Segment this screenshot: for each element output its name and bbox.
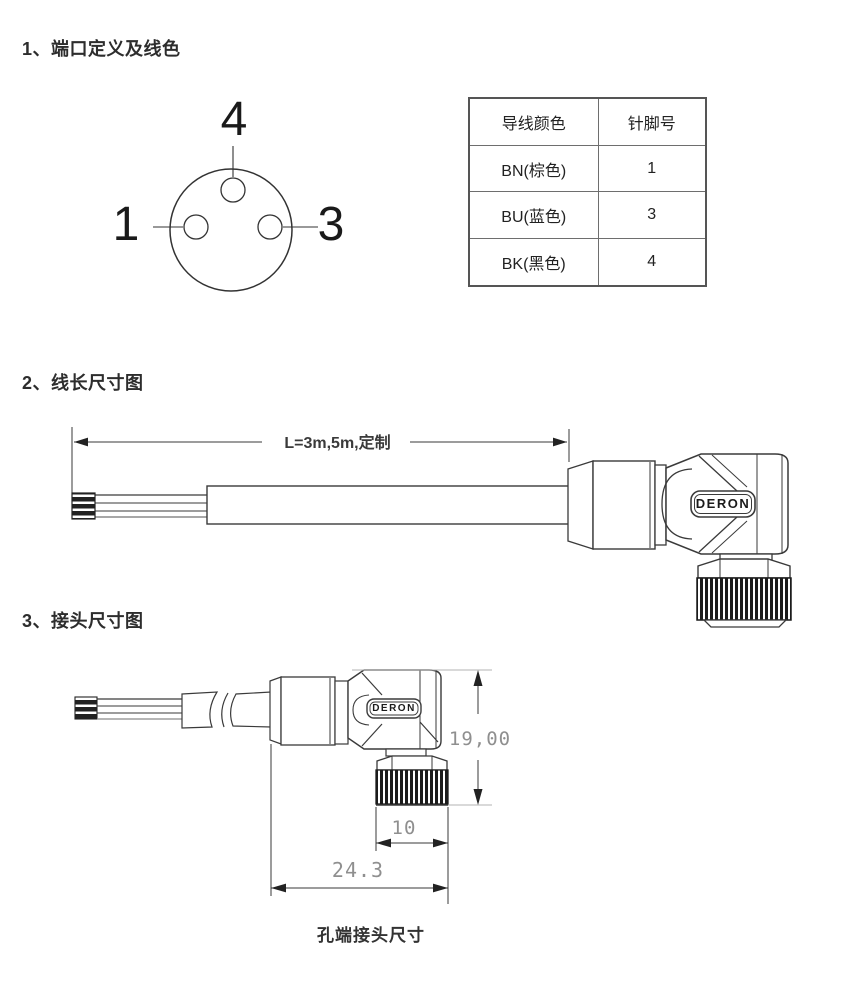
- cable-length-dimension-label: L=3m,5m,定制: [284, 435, 391, 452]
- height-dimension-label: 19,00: [448, 728, 512, 750]
- section-1-heading: 1、端口定义及线色: [22, 39, 181, 59]
- brand-logo-fig3: DERON: [372, 703, 416, 714]
- pin-label-1: 1: [112, 198, 140, 251]
- brand-logo-fig2: DERON: [695, 496, 751, 511]
- section-3-heading: 3、接头尺寸图: [22, 611, 144, 631]
- header-pin-number: 针脚号: [597, 97, 707, 146]
- header-wire-color: 导线颜色: [468, 97, 599, 146]
- total-width-dimension-label: 24.3: [331, 858, 385, 882]
- connector-face-diagram: [153, 146, 318, 292]
- cell-pin-number: 3: [597, 191, 707, 240]
- table-header-row: 导线颜色 针脚号: [468, 97, 707, 146]
- cable-length-drawing: [71, 427, 792, 628]
- pin-label-4: 4: [220, 93, 248, 146]
- table-row: BU(蓝色) 3: [468, 191, 707, 240]
- table-row: BK(黑色) 4: [468, 238, 707, 287]
- knurl-width-dimension-label: 10: [391, 817, 417, 839]
- wire-color-pin-table: 导线颜色 针脚号 BN(棕色) 1 BU(蓝色) 3 BK(黑色) 4: [468, 97, 707, 287]
- pin-label-3: 3: [317, 198, 345, 251]
- cell-wire-color: BN(棕色): [468, 144, 599, 193]
- cell-pin-number: 4: [597, 238, 707, 287]
- section-2-heading: 2、线长尺寸图: [22, 373, 144, 393]
- cell-wire-color: BK(黑色): [468, 238, 599, 287]
- cell-wire-color: BU(蓝色): [468, 191, 599, 240]
- table-row: BN(棕色) 1: [468, 144, 707, 193]
- figure-caption: 孔端接头尺寸: [317, 926, 425, 945]
- cell-pin-number: 1: [597, 144, 707, 193]
- connector-dimension-drawing: [74, 669, 492, 904]
